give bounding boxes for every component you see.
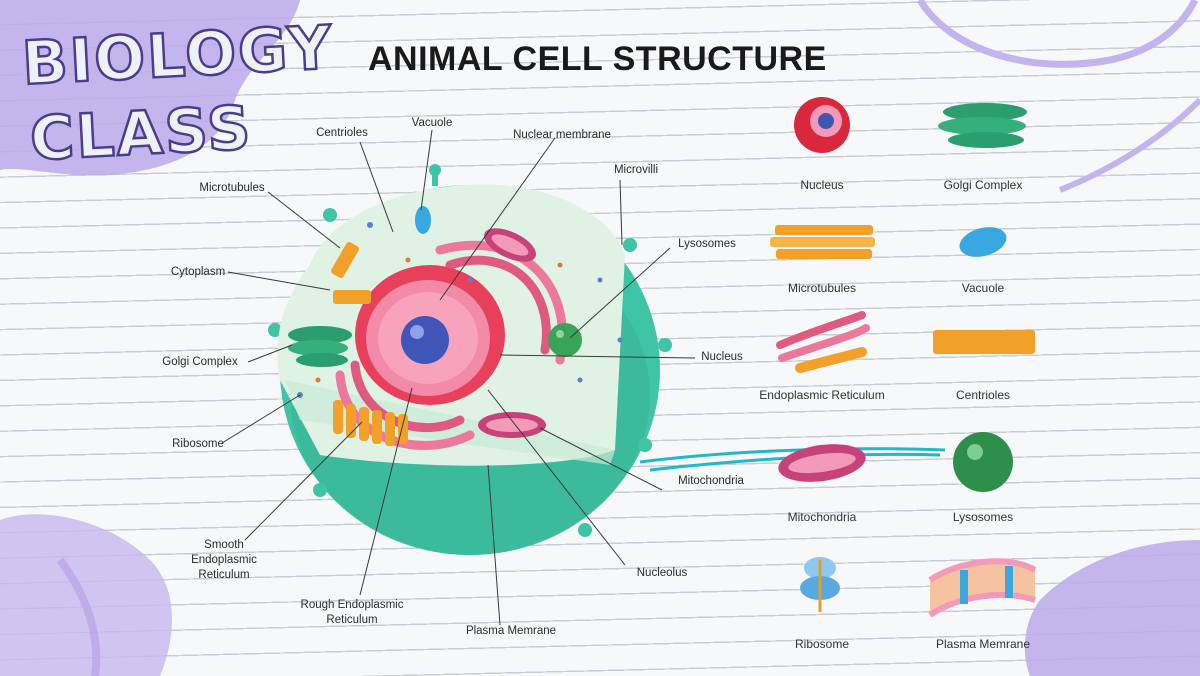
vacuole-shape [415, 206, 431, 234]
legend-caption-lysosomes: Lysosomes [952, 510, 1014, 524]
label-nucleus: Nucleus [701, 351, 743, 363]
label-microtubules: Microtubules [199, 182, 265, 194]
legend-caption-vacuole: Vacuole [961, 281, 1005, 295]
page-title: ANIMAL CELL STRUCTURE [368, 40, 827, 78]
legend-caption-nucleus: Nucleus [800, 178, 844, 192]
label-mitochondria: Mitochondria [678, 475, 744, 487]
legend-caption-plasma-membrane: Plasma Memrane [935, 637, 1031, 651]
legend-plasma-membrane-icon [928, 558, 1037, 618]
label-plasma-membrane: Plasma Memrane [465, 625, 557, 637]
legend-caption-mitochondria: Mitochondria [787, 510, 857, 524]
legend-microtubules-icon [770, 225, 875, 259]
legend-centrioles-icon [933, 330, 1035, 354]
legend-vacuole-icon [959, 227, 1007, 257]
legend-caption-ribosome: Ribosome [794, 637, 850, 651]
ribosome-dots [297, 222, 623, 398]
smooth-er-shape [333, 400, 408, 446]
microtubule-shape [331, 242, 371, 304]
legend-er-icon [776, 311, 870, 373]
label-cytoplasm: Cytoplasm [170, 266, 226, 278]
legend-nucleus-icon [794, 97, 850, 153]
legend-golgi-icon [938, 103, 1027, 148]
legend-caption-endoplasmic-reticulum: Endoplasmic Reticulum [759, 388, 885, 402]
golgi-shape [288, 326, 352, 367]
mitochondria-shape [478, 228, 546, 438]
label-nuclear-membrane: Nuclear membrane [513, 129, 611, 141]
label-golgi-complex: Golgi Complex [162, 356, 238, 368]
legend-caption-golgi-complex: Golgi Complex [943, 178, 1023, 192]
legend-mitochondria-icon [778, 444, 866, 482]
lysosome-shape [548, 323, 582, 357]
label-lysosomes: Lysosomes [678, 238, 736, 250]
legend-ribosome-icon [800, 557, 840, 612]
label-smooth-er: Smooth Endoplasmic Reticulum [191, 539, 257, 581]
legend-caption-centrioles: Centrioles [955, 388, 1011, 402]
label-nucleolus: Nucleolus [636, 567, 688, 579]
legend-lysosome-icon [953, 432, 1013, 492]
label-microvilli: Microvilli [613, 164, 659, 176]
label-rough-er: Rough Endoplasmic Reticulum [300, 599, 404, 626]
legend-caption-microtubules: Microtubules [787, 281, 857, 295]
label-ribosome: Ribosome [172, 438, 224, 450]
label-vacuole: Vacuole [411, 117, 453, 129]
label-centrioles: Centrioles [316, 127, 368, 139]
